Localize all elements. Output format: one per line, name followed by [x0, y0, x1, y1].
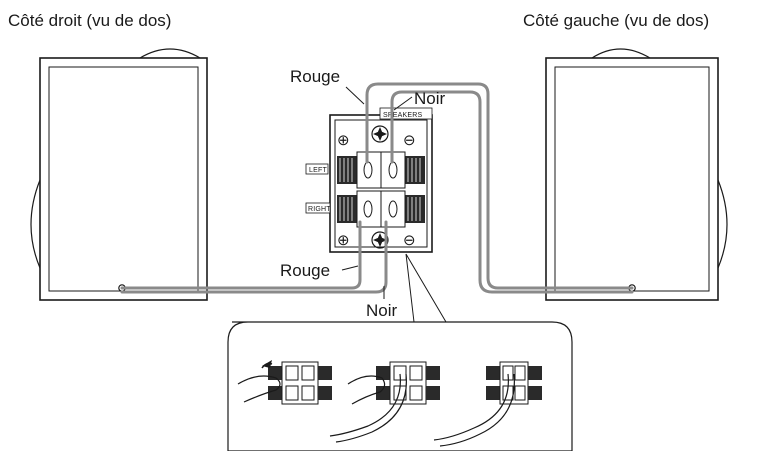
panel-inner — [334, 119, 428, 248]
left-speaker-caption: Côté gauche (vu de dos) — [523, 11, 709, 30]
black-label-top: Noir — [414, 89, 446, 108]
wire-left-speaker-black — [390, 90, 634, 294]
left-speaker-side-bulge — [717, 179, 728, 269]
finger-icon-2 — [347, 375, 386, 405]
speakers-label: SPEAKERS — [383, 112, 422, 119]
red-bottom-leader — [341, 265, 359, 271]
wire-strand-2b — [335, 373, 407, 443]
top-screw-icon — [371, 125, 389, 143]
step3-release-lever — [433, 361, 542, 447]
right-speaker-side-bulge — [30, 179, 41, 269]
right-speaker-cabinet — [30, 48, 208, 301]
push-arrow — [261, 362, 273, 369]
zoom-callout — [227, 253, 573, 452]
left-speaker-outer — [545, 57, 719, 301]
left-speaker-top-bulge — [591, 48, 651, 59]
step1-press-lever — [237, 360, 332, 405]
red-top-leader — [345, 86, 365, 105]
finger-icon — [237, 375, 281, 403]
red-label-bottom: Rouge — [280, 261, 330, 280]
right-speaker-outer — [39, 57, 208, 301]
wire-right-speaker-red — [120, 220, 362, 290]
step2-insert-wire — [329, 361, 440, 443]
left-speaker-inner — [554, 66, 710, 292]
speaker-terminal-panel: SPEAKERS ⊕ ⊖ ⊕ ⊖ LEFT RIGHT — [305, 107, 433, 253]
terminal-block-left — [337, 156, 357, 223]
right-speaker-top-bulge — [139, 48, 201, 59]
black-label-bottom: Noir — [366, 301, 398, 320]
wire-strand-3b — [439, 373, 515, 447]
minus-icon-top: ⊖ — [403, 132, 416, 149]
black-top-leader — [393, 96, 413, 111]
left-label-box — [305, 163, 329, 175]
plus-icon-top: ⊕ — [337, 132, 350, 149]
wire-strand-3a — [433, 373, 509, 441]
terminal-block-right — [405, 156, 425, 223]
speakers-label-box — [379, 107, 433, 120]
right-label-box — [305, 202, 331, 214]
left-speaker-cabinet — [545, 48, 728, 301]
terminal-holes — [356, 151, 406, 228]
plus-icon-bottom: ⊕ — [337, 232, 350, 249]
wire-left-speaker-red — [365, 82, 634, 290]
right-speaker-caption: Côté droit (vu de dos) — [8, 11, 171, 30]
wire-strand-2a — [329, 373, 401, 437]
left-channel-label: LEFT — [309, 167, 327, 174]
red-label-top: Rouge — [290, 67, 340, 86]
right-channel-label: RIGHT — [308, 206, 331, 213]
right-speaker-inner — [48, 66, 199, 292]
bottom-screw-icon — [371, 231, 389, 249]
minus-icon-bottom: ⊖ — [403, 232, 416, 249]
callout-pointer — [405, 253, 447, 323]
